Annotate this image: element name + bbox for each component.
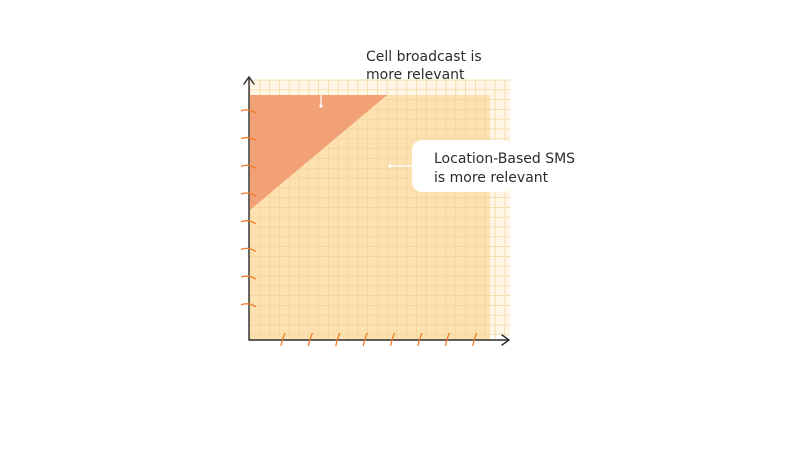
y-tick bbox=[240, 164, 257, 169]
y-tick bbox=[240, 192, 257, 197]
y-tick bbox=[240, 109, 257, 114]
cell-broadcast-region bbox=[250, 95, 387, 210]
y-tick bbox=[240, 303, 257, 308]
location-sms-callout: Location-Based SMS is more relevant bbox=[388, 140, 575, 192]
x-axis-ticks bbox=[280, 332, 478, 347]
location-sms-callout-box bbox=[412, 140, 512, 192]
location-sms-pointer-dot bbox=[388, 164, 392, 168]
y-tick bbox=[240, 275, 257, 280]
cell-broadcast-label-line1: Cell broadcast is bbox=[366, 49, 482, 65]
x-axis-arrowhead bbox=[501, 334, 511, 346]
x-tick bbox=[307, 332, 313, 347]
location-sms-label-line2: is more relevant bbox=[434, 170, 549, 186]
cell-broadcast-callout: Cell broadcast is more relevant bbox=[319, 49, 482, 108]
y-axis-arrowhead bbox=[243, 75, 255, 85]
location-sms-label-line1: Location-Based SMS bbox=[434, 151, 575, 167]
y-axis-ticks bbox=[240, 109, 257, 308]
x-tick bbox=[280, 332, 286, 347]
x-tick bbox=[335, 332, 341, 347]
x-tick bbox=[417, 332, 423, 347]
x-tick bbox=[444, 332, 450, 347]
x-tick bbox=[389, 332, 396, 347]
x-tick bbox=[472, 332, 478, 347]
y-tick bbox=[240, 220, 257, 225]
y-tick bbox=[240, 136, 257, 142]
cell-broadcast-pointer-dot bbox=[319, 104, 323, 108]
x-tick bbox=[362, 332, 368, 347]
axes bbox=[243, 75, 511, 346]
cell-broadcast-label-line2: more relevant bbox=[366, 67, 465, 83]
y-tick bbox=[240, 247, 257, 253]
